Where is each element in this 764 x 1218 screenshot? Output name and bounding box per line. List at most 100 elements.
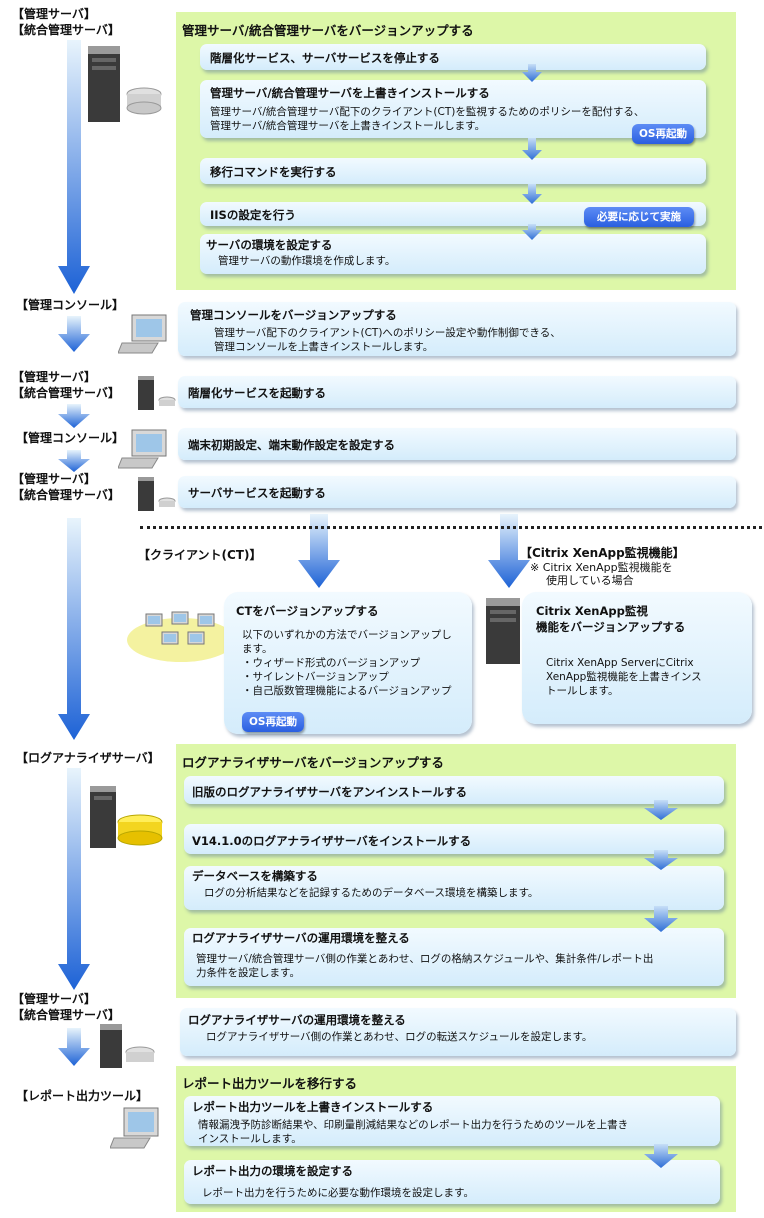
label-mgmt-console: 【管理コンソール】 [16, 298, 125, 312]
server-icon-2 [136, 374, 176, 410]
as-needed-badge: 必要に応じて実施 [584, 207, 694, 227]
label-log-analyzer: 【ログアナライザサーバ】 [16, 751, 160, 765]
step-overwrite-install-desc-1: 管理サーバ/統合管理サーバ配下のクライアント(CT)を監視するためのポリシーを配… [210, 106, 645, 118]
step-citrix-upgrade-title-2: 機能をバージョンアップする [536, 620, 686, 634]
log-server-icon [88, 784, 164, 850]
label-citrix: 【Citrix XenApp監視機能】 [520, 546, 685, 560]
step-report-env [184, 1160, 720, 1204]
label-mgmt-server-3: 【管理サーバ】 [12, 472, 96, 486]
step-citrix-upgrade-desc-1: Citrix XenApp ServerにCitrix [546, 657, 694, 669]
step-console-upgrade-title: 管理コンソールをバージョンアップする [190, 308, 397, 322]
step-start-hierarchy [178, 376, 736, 408]
connector-arrow [522, 138, 542, 160]
branch-arrow-citrix [488, 514, 530, 588]
connector-arrow [522, 224, 542, 240]
connector-arrow [522, 64, 542, 82]
step-citrix-upgrade [522, 592, 752, 724]
step-ct-upgrade [224, 592, 472, 734]
step-stop-services-title: 階層化サービス、サーバサービスを停止する [210, 51, 440, 65]
citrix-note-1: ※ Citrix XenApp監視機能を [530, 561, 673, 574]
connector-arrow [644, 850, 678, 870]
step-log-env [184, 928, 724, 986]
console-pc-icon [118, 313, 168, 355]
label-mgmt-server: 【管理サーバ】 [12, 7, 96, 21]
step-ct-upgrade-desc-1: 以下のいずれかの方法でバージョンアップし [242, 629, 452, 641]
label-integrated-server: 【統合管理サーバ】 [12, 23, 120, 37]
section-mgmt-upgrade-title: 管理サーバ/統合管理サーバをバージョンアップする [182, 23, 474, 38]
step-server-env-title: サーバの環境を設定する [206, 238, 333, 252]
step-console-upgrade [178, 302, 736, 356]
step-terminal-settings-title: 端末初期設定、端末動作設定を設定する [188, 438, 395, 452]
step-log-env-mgmt-desc: ログアナライザサーバ側の作業とあわせ、ログの転送スケジュールを設定します。 [206, 1031, 593, 1043]
flow-arrow-1 [58, 40, 90, 294]
step-start-server [178, 476, 736, 508]
flow-arrow-3 [58, 404, 90, 428]
step-build-db-desc: ログの分析結果などを記録するためのデータベース環境を構築します。 [204, 887, 539, 899]
flow-arrow-6 [58, 768, 90, 990]
step-report-overwrite-desc-2: インストールします。 [198, 1133, 302, 1145]
flow-arrow-7 [58, 1028, 90, 1066]
label-integrated-server-4: 【統合管理サーバ】 [12, 1008, 120, 1022]
step-migration-command-title: 移行コマンドを実行する [210, 165, 337, 179]
step-overwrite-install [200, 80, 706, 138]
client-network-icon [126, 606, 236, 664]
step-server-env [200, 234, 706, 274]
step-server-env-desc: 管理サーバの動作環境を作成します。 [218, 255, 396, 267]
step-citrix-upgrade-desc-2: XenApp監視機能を上書きインス [546, 671, 702, 683]
os-reboot-badge: OS再起動 [632, 124, 694, 144]
step-start-server-title: サーバサービスを起動する [188, 486, 326, 500]
console-pc-icon-2 [118, 428, 168, 470]
step-iis-settings-title: IISの設定を行う [210, 208, 296, 222]
flow-arrow-5 [58, 518, 90, 740]
connector-arrow [644, 800, 678, 820]
label-mgmt-server-2: 【管理サーバ】 [12, 370, 96, 384]
branch-arrow-ct [298, 514, 340, 588]
server-icon-3 [136, 475, 176, 511]
step-install-v14-title: V14.1.0のログアナライザサーバをインストールする [192, 834, 472, 848]
connector-arrow [522, 184, 542, 204]
step-report-env-desc: レポート出力を行うために必要な動作環境を設定します。 [202, 1187, 474, 1199]
os-reboot-badge-ct: OS再起動 [242, 712, 304, 732]
flow-arrow-2 [58, 316, 90, 352]
section-log-analyzer-title: ログアナライザサーバをバージョンアップする [182, 755, 444, 770]
step-terminal-settings [178, 428, 736, 460]
step-console-upgrade-desc-2: 管理コンソールを上書きインストールします。 [214, 341, 434, 353]
step-ct-upgrade-title: CTをバージョンアップする [236, 604, 379, 618]
label-integrated-server-2: 【統合管理サーバ】 [12, 386, 120, 400]
ct-method-item: ・ウィザード形式のバージョンアップ [242, 657, 421, 669]
step-install-v14 [184, 824, 724, 854]
server-icon-4 [98, 1022, 158, 1068]
label-report-tool: 【レポート出力ツール】 [16, 1089, 149, 1103]
step-ct-upgrade-desc-2: ます。 [242, 643, 273, 655]
step-log-env-mgmt-title: ログアナライザサーバの運用環境を整える [188, 1013, 406, 1027]
server-icon [82, 44, 162, 124]
step-citrix-upgrade-title-1: Citrix XenApp監視 [536, 604, 648, 618]
section-report-tool-title: レポート出力ツールを移行する [182, 1076, 358, 1091]
step-stop-services [200, 44, 706, 70]
ct-method-item: ・サイレントバージョンアップ [242, 671, 389, 683]
label-integrated-server-3: 【統合管理サーバ】 [12, 488, 120, 502]
citrix-server-icon [484, 596, 524, 666]
step-report-overwrite-title: レポート出力ツールを上書きインストールする [192, 1100, 434, 1114]
step-log-env-desc-1: 管理サーバ/統合管理サーバ側の作業とあわせ、ログの格納スケジュールや、集計条件/… [196, 953, 654, 965]
step-log-env-title: ログアナライザサーバの運用環境を整える [192, 931, 410, 945]
branch-divider [140, 526, 762, 529]
step-log-env-mgmt [180, 1008, 736, 1056]
label-mgmt-server-4: 【管理サーバ】 [12, 992, 96, 1006]
step-report-env-title: レポート出力の環境を設定する [192, 1164, 353, 1178]
step-report-overwrite-desc-1: 情報漏洩予防診断結果や、印刷量削減結果などのレポート出力を行うためのツールを上書… [198, 1119, 629, 1131]
ct-method-item: ・自己版数管理機能によるバージョンアップ [242, 685, 452, 697]
step-start-hierarchy-title: 階層化サービスを起動する [188, 386, 326, 400]
step-uninstall-old-title: 旧版のログアナライザサーバをアンインストールする [192, 785, 467, 799]
step-console-upgrade-desc-1: 管理サーバ配下のクライアント(CT)へのポリシー設定や動作制御できる、 [214, 327, 561, 339]
label-mgmt-console-2: 【管理コンソール】 [16, 431, 125, 445]
step-report-overwrite [184, 1096, 720, 1146]
step-uninstall-old [184, 776, 724, 804]
step-log-env-desc-2: 力条件を設定します。 [196, 967, 300, 979]
step-overwrite-install-title: 管理サーバ/統合管理サーバを上書きインストールする [210, 86, 490, 100]
label-client-ct: 【クライアント(CT)】 [138, 548, 262, 562]
step-build-db-title: データベースを構築する [192, 869, 318, 883]
citrix-note-2: 使用している場合 [546, 574, 634, 587]
flow-arrow-4 [58, 450, 90, 472]
connector-arrow [644, 906, 678, 932]
